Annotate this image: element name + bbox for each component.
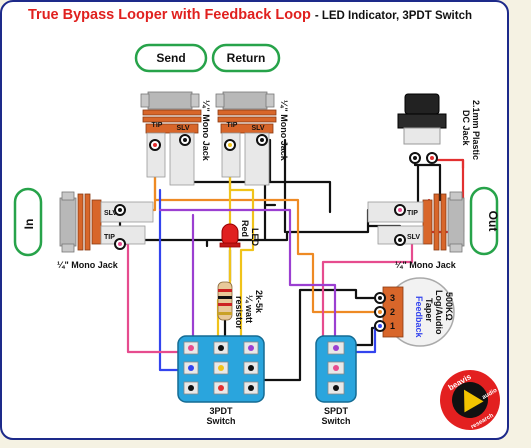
- pot-pin-3: 3: [390, 293, 395, 303]
- out-slv-label: SLV: [407, 234, 420, 241]
- out-pill-label: Out: [486, 211, 500, 232]
- pot-role: Feedback: [414, 296, 424, 339]
- resistor-label-1: 2k-5k: [254, 290, 264, 314]
- send-slv-label: SLV: [176, 125, 189, 132]
- out-tip-label: TIP: [407, 210, 418, 217]
- send-tip-label: TIP: [152, 122, 163, 129]
- pot-value: 500KΩ: [444, 292, 454, 321]
- pot-pin-2: 2: [390, 307, 395, 317]
- pot-pin-1: 1: [390, 321, 395, 331]
- pot-taper-2: Taper: [424, 298, 434, 322]
- 3pdt-label-1: 3PDT: [209, 406, 233, 416]
- red-led: Red LED: [219, 220, 260, 248]
- send-pill: [134, 43, 208, 73]
- send-pill-label: Send: [156, 51, 185, 65]
- return-pill: [211, 43, 281, 73]
- beavis-audio-logo: beavis audio research: [440, 370, 500, 431]
- output-jack: Out TIP SLV ¼" Mono Jack: [367, 186, 500, 270]
- send-jack: Send TIP SLV ¼" Mono Jack: [134, 43, 211, 186]
- return-jack-label: ¼" Mono Jack: [279, 100, 289, 162]
- return-tip-label: TIP: [227, 122, 238, 129]
- spdt-label-2: Switch: [321, 416, 350, 426]
- led-label-2: LED: [250, 228, 260, 247]
- in-pill: [13, 187, 43, 257]
- feedback-pot: 3 2 1 500KΩ Log/Audio Taper Feedback: [374, 277, 455, 347]
- spdt-switch: SPDT Switch: [315, 335, 357, 426]
- send-jack-label: ¼" Mono Jack: [201, 100, 211, 162]
- out-pill: [469, 186, 499, 256]
- out-jack-label: ¼" Mono Jack: [395, 260, 457, 270]
- led-label-1: Red: [240, 220, 250, 237]
- 3pdt-label-2: Switch: [206, 416, 235, 426]
- 3pdt-switch: 3PDT Switch: [177, 335, 265, 426]
- diagram-title: True Bypass Looper with Feedback Loop- L…: [28, 7, 472, 23]
- resistor-label-3: resistor: [234, 296, 244, 330]
- pot-taper-1: Log/Audio: [434, 290, 444, 335]
- return-jack: Return TIP SLV ¼" Mono Jack: [211, 43, 289, 186]
- return-slv-label: SLV: [251, 125, 264, 132]
- return-pill-label: Return: [227, 51, 266, 65]
- in-slv-label: SLV: [104, 210, 117, 217]
- in-jack-label: ¼" Mono Jack: [57, 260, 119, 270]
- in-tip-label: TIP: [104, 234, 115, 241]
- resistor-label-2: ¼ watt: [244, 295, 254, 323]
- dc-jack-label-1: 2.1mm Plastic: [471, 100, 481, 160]
- resistor: 2k-5k ¼ watt resistor: [217, 281, 264, 330]
- dc-jack: 2.1mm Plastic DC Jack: [397, 93, 481, 164]
- in-pill-label: In: [22, 219, 36, 230]
- input-jack: In SLV TIP ¼" Mono Jack: [13, 187, 154, 270]
- spdt-label-1: SPDT: [324, 406, 349, 416]
- dc-jack-label-2: DC Jack: [461, 110, 471, 147]
